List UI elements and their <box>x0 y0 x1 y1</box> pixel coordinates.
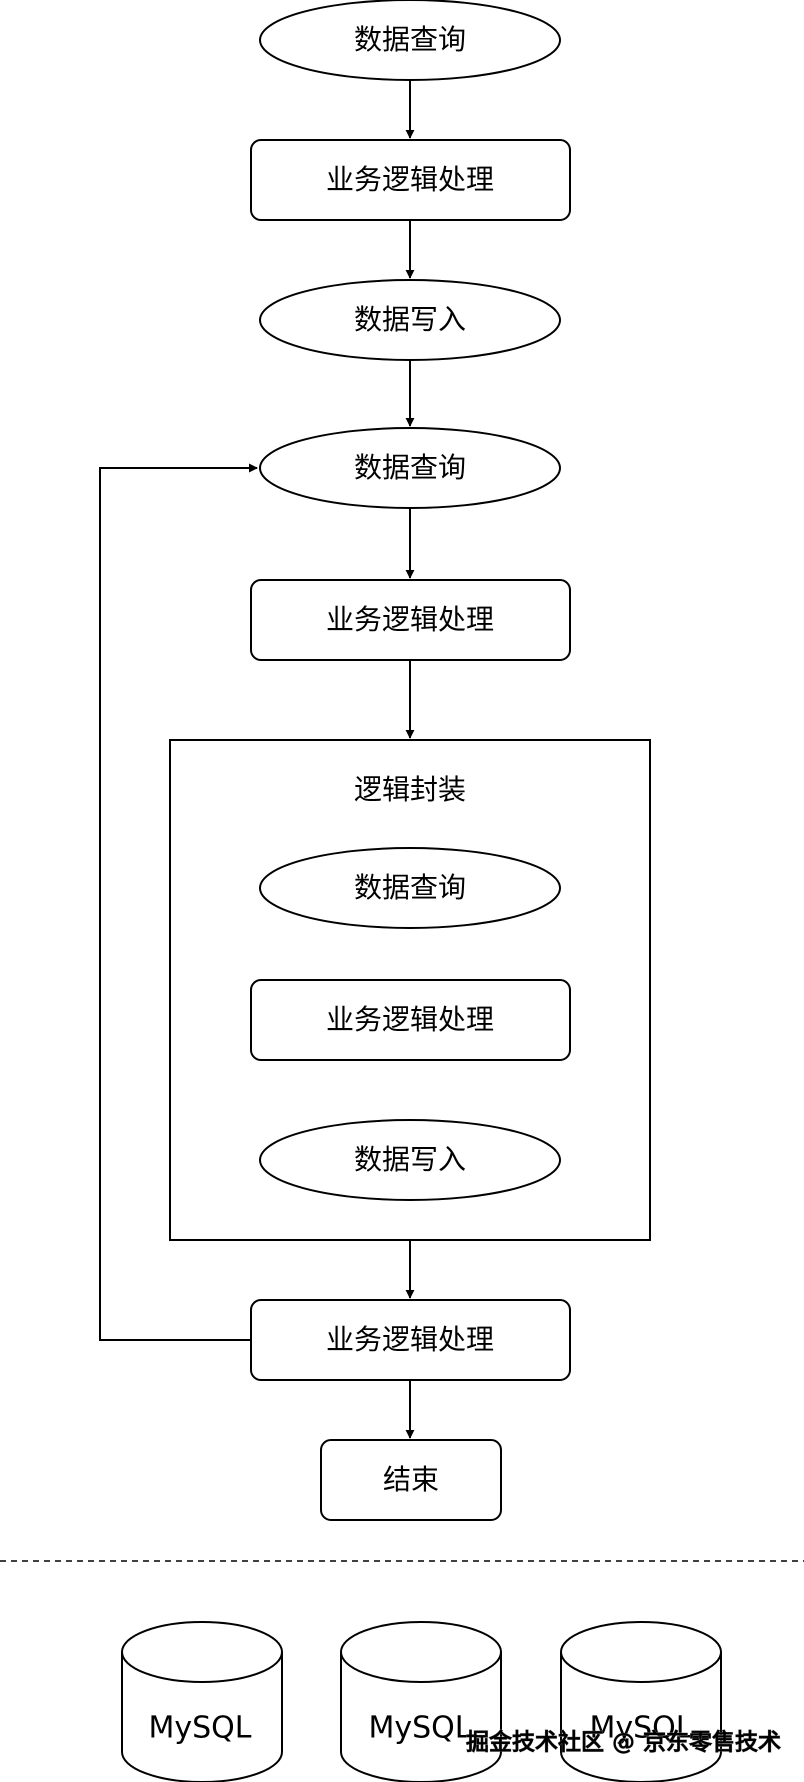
node-query-1: 数据查询 <box>259 0 561 81</box>
node-process-2-label: 业务逻辑处理 <box>326 603 494 636</box>
node-end-label: 结束 <box>383 1463 439 1496</box>
node-write-2-label: 数据写入 <box>354 1143 466 1176</box>
database-cylinder-1: MySQL <box>121 1621 283 1782</box>
node-process-2: 业务逻辑处理 <box>250 579 571 661</box>
group-title: 逻辑封装 <box>354 773 466 806</box>
node-query-3: 数据查询 <box>259 847 561 929</box>
node-query-2: 数据查询 <box>259 427 561 509</box>
database-label-2: MySQL <box>368 1711 471 1746</box>
database-label-1: MySQL <box>148 1711 251 1746</box>
node-process-1: 业务逻辑处理 <box>250 139 571 221</box>
edge-loop-back <box>99 463 258 1341</box>
node-write-1-label: 数据写入 <box>354 303 466 336</box>
node-query-1-label: 数据查询 <box>354 23 466 56</box>
node-query-3-label: 数据查询 <box>354 871 466 904</box>
database-cylinder-2: MySQL <box>340 1621 502 1782</box>
node-end: 结束 <box>320 1439 502 1521</box>
node-process-4-label: 业务逻辑处理 <box>326 1323 494 1356</box>
node-process-3: 业务逻辑处理 <box>250 979 571 1061</box>
node-write-2: 数据写入 <box>259 1119 561 1201</box>
node-process-1-label: 业务逻辑处理 <box>326 163 494 196</box>
node-query-2-label: 数据查询 <box>354 451 466 484</box>
node-process-4: 业务逻辑处理 <box>250 1299 571 1381</box>
database-cylinder-3: MySQL <box>560 1621 722 1782</box>
watermark: 掘金技术社区 @ 京东零售技术 <box>466 1729 781 1756</box>
node-process-3-label: 业务逻辑处理 <box>326 1003 494 1036</box>
database-label-3: MySQL <box>589 1711 692 1746</box>
node-write-1: 数据写入 <box>259 279 561 361</box>
